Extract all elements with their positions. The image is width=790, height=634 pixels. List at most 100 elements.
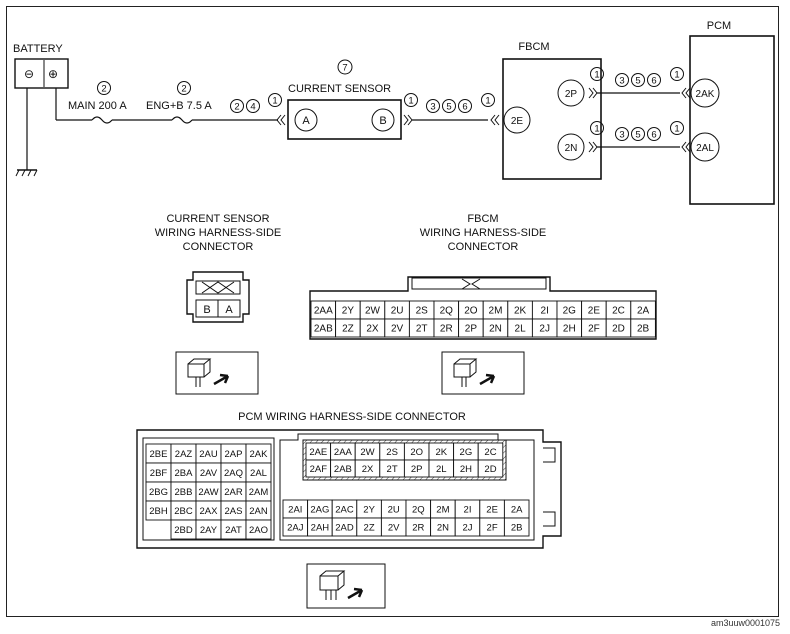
fbcm-label: FBCM	[518, 41, 549, 53]
pin-label: 2BG	[149, 487, 168, 498]
pin-label: 2AE	[309, 447, 327, 458]
pin-label: 2BD	[174, 525, 193, 536]
pin-label: 2I	[541, 306, 549, 317]
fuse-eng-label: ENG+B 7.5 A	[146, 100, 212, 112]
svg-text:3: 3	[619, 76, 624, 87]
pin-label: 2S	[386, 447, 398, 458]
pin-label: 2AV	[200, 468, 218, 479]
pin-label: 2N	[489, 324, 502, 335]
current-sensor-pin-b: B	[379, 115, 386, 127]
svg-text:1: 1	[594, 70, 599, 81]
pin-label: 2W	[360, 447, 374, 458]
fbcm-pin-2n: 2N	[565, 143, 578, 154]
pin-label: 2B	[511, 523, 523, 534]
pin-label: 2B	[637, 324, 650, 335]
pin-label: 2AZ	[175, 449, 193, 460]
pin-label: 2AU	[199, 449, 218, 460]
pin-label: 2F	[487, 523, 498, 534]
pcm-box	[689, 35, 775, 205]
pin-label: 2O	[410, 447, 423, 458]
svg-text:CURRENT SENSOR: CURRENT SENSOR	[166, 213, 269, 225]
pin-label: 2X	[362, 464, 374, 475]
pin-label: 2H	[460, 464, 472, 475]
pin-label: 2AC	[335, 505, 354, 516]
pin-label: 2C	[612, 306, 625, 317]
ground-icon	[15, 169, 38, 177]
pin-label: 2W	[365, 306, 381, 317]
pin-label: 2Y	[363, 505, 375, 516]
pin-cell	[630, 318, 656, 338]
pin-label: 2D	[484, 464, 496, 475]
pcm-pin-2al: 2AL	[696, 143, 714, 154]
battery-label: BATTERY	[13, 43, 63, 55]
pin-cell	[477, 459, 504, 478]
svg-text:5: 5	[635, 76, 640, 87]
battery-minus: ⊖	[24, 67, 34, 81]
svg-text:WIRING HARNESS-SIDE: WIRING HARNESS-SIDE	[420, 227, 547, 239]
wire-code-a1: 2	[234, 102, 239, 113]
pin-label: 2G	[460, 447, 473, 458]
pin-label: 2N	[437, 523, 449, 534]
pin-label: 2AI	[288, 505, 302, 516]
pin-label: 2BH	[149, 506, 168, 517]
svg-text:WIRING HARNESS-SIDE: WIRING HARNESS-SIDE	[155, 227, 282, 239]
pin-label: 2R	[440, 324, 453, 335]
fbcm-pin-2p: 2P	[565, 89, 578, 100]
pin-label: 2BE	[150, 449, 168, 460]
pin-label: 2A	[511, 505, 523, 516]
fbcm-pcm-codes-bottom: 1 3 5 6 1	[590, 121, 684, 141]
svg-text:FBCM: FBCM	[467, 213, 498, 225]
pin-label: 2D	[612, 324, 625, 335]
pin-label: 2BA	[175, 468, 194, 479]
pin-label: 2BF	[150, 468, 168, 479]
pin-label: 2BB	[175, 487, 193, 498]
wire-code-a2: 4	[250, 102, 255, 113]
battery-symbol	[14, 58, 69, 89]
pin-label: 2T	[416, 324, 428, 335]
pin-label: 2AB	[314, 324, 333, 335]
current-sensor-left-code: 1	[272, 96, 277, 107]
pin-label: 2AA	[334, 447, 353, 458]
fbcm-connector-view-icon	[441, 351, 525, 395]
pin-label: 2F	[588, 324, 600, 335]
svg-text:1: 1	[408, 96, 413, 107]
pin-label: 2AL	[250, 468, 267, 479]
current-sensor-connector-face: B A	[186, 271, 250, 323]
current-sensor-conn-pin-a: A	[225, 304, 233, 316]
pin-label: 2AN	[249, 506, 268, 517]
pin-label: 2P	[411, 464, 423, 475]
current-sensor-conn-pin-b: B	[203, 304, 210, 316]
diagram-frame	[6, 6, 779, 617]
pin-label: 2AS	[225, 506, 243, 517]
pin-label: 2AO	[249, 525, 268, 536]
pin-label: 2M	[489, 306, 503, 317]
svg-text:3: 3	[619, 130, 624, 141]
svg-text:3: 3	[430, 102, 435, 113]
pin-label: 2Z	[364, 523, 375, 534]
fuse-eng-number: 2	[181, 84, 186, 95]
pin-label: 2M	[436, 505, 449, 516]
fuse-eng-icon	[171, 116, 193, 124]
sensor-fbcm-codes: 1 3 5 6 1	[404, 93, 495, 113]
svg-text:CONNECTOR: CONNECTOR	[448, 241, 519, 253]
pin-label: 2K	[435, 447, 447, 458]
pin-label: 2L	[436, 464, 447, 475]
svg-text:1: 1	[674, 124, 679, 135]
fbcm-pcm-codes-top: 1 3 5 6 1	[590, 67, 684, 87]
pin-label: 2S	[416, 306, 429, 317]
current-sensor-number: 7	[342, 63, 347, 74]
current-sensor-box	[287, 99, 402, 140]
pcm-connector-title: PCM WIRING HARNESS-SIDE CONNECTOR	[238, 411, 466, 423]
svg-text:5: 5	[446, 102, 451, 113]
pin-label: 2AT	[225, 525, 242, 536]
svg-text:CONNECTOR: CONNECTOR	[183, 241, 254, 253]
pcm-pin-2ak: 2AK	[696, 89, 715, 100]
pcm-label: PCM	[707, 20, 731, 32]
svg-text:6: 6	[462, 102, 467, 113]
pin-cell	[503, 517, 530, 537]
svg-text:1: 1	[594, 124, 599, 135]
pin-label: 2E	[486, 505, 498, 516]
pin-label: 2K	[514, 306, 527, 317]
pin-label: 2L	[515, 324, 527, 335]
